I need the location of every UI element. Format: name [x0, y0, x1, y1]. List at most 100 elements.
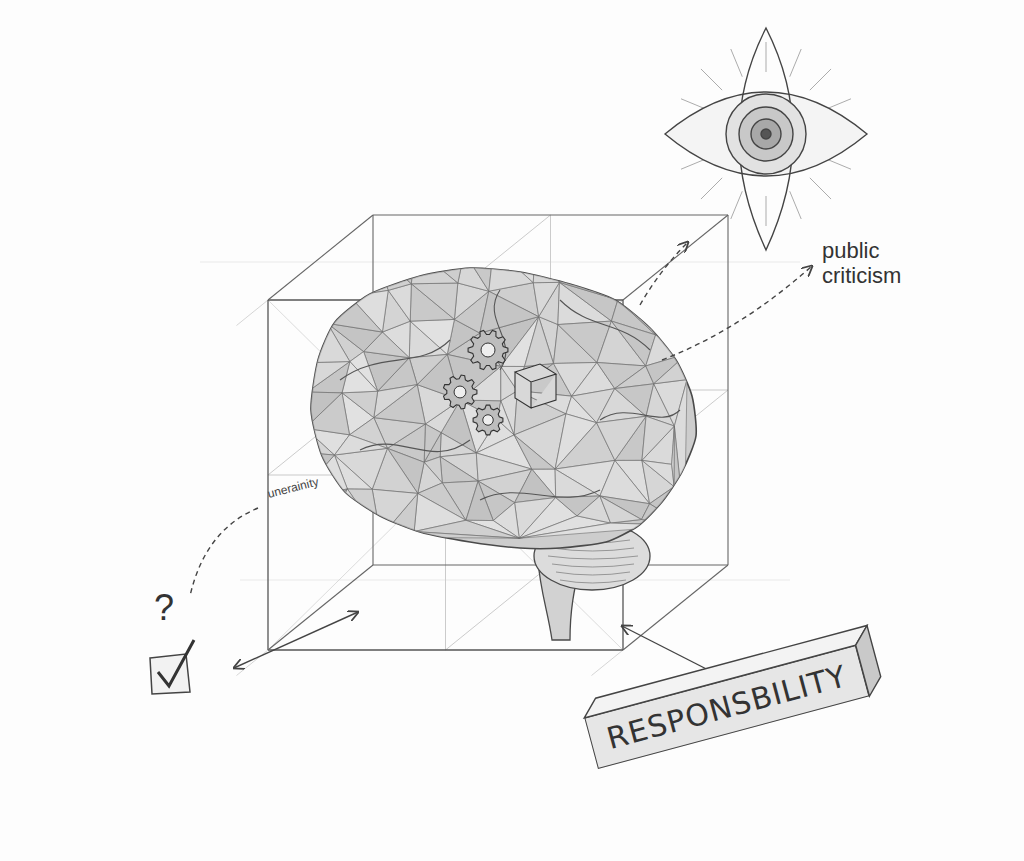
brain-facet [514, 435, 555, 469]
brain-facet [350, 250, 388, 296]
brain-facet [634, 284, 685, 334]
brain-facet [374, 385, 426, 424]
cube-edge [268, 565, 373, 650]
brain-facet [682, 290, 687, 354]
cube-edge [373, 214, 728, 215]
brain-facet [642, 416, 674, 460]
callout-label: public criticism [822, 238, 947, 289]
brain-facet [296, 489, 347, 516]
brain-facet [642, 460, 674, 503]
leader-arrow [662, 266, 812, 360]
brain-facet [648, 247, 684, 290]
brain-fold [340, 340, 450, 380]
brain-facet [466, 481, 493, 521]
eye-iris [751, 119, 781, 149]
brain-facet [305, 392, 342, 428]
gear-hub [454, 386, 466, 398]
cerebellum-fold [556, 572, 630, 575]
brain-facet [559, 282, 617, 321]
gear-hub [483, 415, 494, 426]
brain-fold [360, 440, 470, 452]
brain-facet [641, 504, 684, 526]
brain-facet [295, 323, 350, 363]
cube-edge [592, 650, 624, 676]
gear-icon [473, 405, 503, 435]
small-cube [515, 364, 556, 408]
brain-facet [286, 254, 343, 282]
brain-facet [411, 247, 457, 284]
eye-ray [766, 42, 767, 72]
gear-icon [468, 330, 508, 369]
cube-edge [268, 215, 373, 300]
gear-icon [444, 375, 477, 409]
cube-edge [200, 262, 800, 263]
cube-edge [240, 580, 790, 581]
brain-facet [656, 290, 685, 335]
checkbox-node: ? [142, 588, 202, 698]
block-side-face [852, 625, 885, 696]
brain-facet [410, 319, 454, 354]
eye-iris [726, 94, 806, 174]
cube-edge [623, 565, 728, 650]
brain-facet [305, 393, 349, 435]
brain-fold [600, 410, 680, 420]
brain-facet [597, 416, 646, 460]
brain-facet [600, 496, 642, 523]
brain-facet [328, 489, 380, 537]
eye-ray [790, 49, 801, 77]
brain-facet [642, 460, 674, 486]
brain-facet [519, 523, 684, 538]
brain-facet [515, 469, 556, 502]
brain-facet [342, 391, 378, 417]
cerebellum-fold [548, 556, 638, 559]
brain-facet [414, 246, 493, 252]
eye-ray [766, 196, 767, 226]
eye-ray [810, 178, 831, 199]
brain-illustration [286, 246, 696, 640]
brain-facet [295, 362, 350, 393]
cube-edge [268, 300, 623, 650]
eye-ray [701, 178, 722, 199]
eye-lens [739, 28, 793, 250]
eye-almond [665, 92, 867, 176]
wire-cube [200, 215, 800, 676]
brain-facet [524, 317, 553, 367]
brain-facet [381, 532, 520, 539]
brain-facet [295, 323, 327, 363]
brain-facet [494, 246, 535, 282]
brain-facet [533, 255, 559, 283]
cube-edge [237, 300, 269, 326]
cube-edge [267, 300, 268, 650]
brain-facet [480, 291, 539, 333]
brain-facet [533, 282, 559, 316]
brain-facet [374, 250, 411, 290]
eye-iris [739, 107, 793, 161]
gear-hub [481, 343, 495, 357]
brain-facet [489, 246, 533, 291]
question-mark: ? [142, 588, 202, 628]
brain-facet [615, 264, 634, 300]
brain-facet [615, 253, 649, 284]
eye-iris [761, 129, 771, 139]
brain-facet [327, 296, 382, 332]
cerebellum-fold [560, 580, 626, 583]
brain-facet [559, 259, 614, 282]
brain-facet [411, 283, 457, 319]
brain-facet [634, 253, 685, 289]
responsibility-block: RESPONSBILITY [584, 645, 869, 769]
brain-facet [306, 489, 348, 522]
brain-facet [618, 284, 656, 334]
checkbox-icon [142, 628, 202, 698]
brain-facet [295, 363, 307, 428]
eye-ray [701, 69, 722, 90]
leader-line [190, 508, 258, 596]
cerebellum-fold [552, 564, 634, 567]
brain-facet [568, 253, 648, 264]
eye-ray [810, 69, 831, 90]
brain-facet [656, 323, 688, 354]
cube-edge [623, 215, 728, 300]
brain-facet [424, 424, 441, 462]
eye-ray [731, 191, 742, 219]
brain-fold [480, 490, 600, 500]
leader-arrow [640, 242, 688, 305]
